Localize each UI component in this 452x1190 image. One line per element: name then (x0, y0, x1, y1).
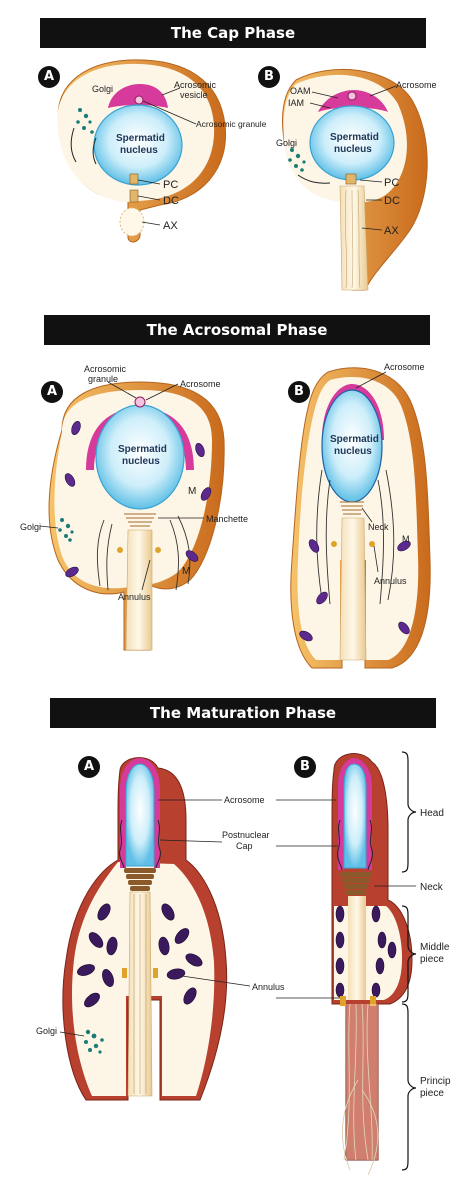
mat-b-flagellum (348, 896, 366, 1000)
acro-a-annulus-right (155, 547, 161, 553)
acro-a-annulus-label: Annulus (118, 592, 151, 602)
cap-a-nucleus-label-2: nucleus (120, 145, 158, 156)
cap-b-nucleus-label-1: Spermatid (330, 132, 379, 143)
acro-a-acrosomic-granule (135, 397, 145, 407)
cap-b-acrosomic-granule (348, 92, 356, 100)
acro-b-nucleus-label-2: nucleus (334, 446, 372, 457)
mat-principal-label-2: piece (420, 1088, 444, 1099)
cap-b-pc-label: PC (384, 177, 399, 189)
acro-b-flagellum (340, 518, 366, 660)
acrosomal-phase-cell-a (40, 382, 224, 650)
acro-a-granule-label-2: granule (88, 374, 118, 384)
cap-a-axoneme (120, 208, 144, 236)
cap-a-pc-label: PC (163, 179, 178, 191)
mat-b-principal-piece-cover (346, 1004, 378, 1160)
mat-postnuclear-label-2: Cap (236, 841, 253, 851)
cap-a-golgi-label: Golgi (92, 84, 113, 94)
cap-b-nucleus-label-2: nucleus (334, 144, 372, 155)
cap-b-dc-label: DC (384, 195, 400, 207)
cap-b-iam-label: IAM (288, 98, 304, 108)
cap-a-nucleus-label-1: Spermatid (116, 133, 165, 144)
acro-b-neck-label: Neck (368, 522, 389, 532)
mat-postnuclear-label-1: Postnuclear (222, 830, 270, 840)
head-bracket (402, 752, 416, 872)
cap-b-proximal-centriole (346, 174, 356, 184)
acrosomal-phase-cell-b (291, 368, 430, 668)
acro-b-annulus-label: Annulus (374, 576, 407, 586)
maturation-phase-cell-b (276, 752, 416, 1175)
cap-a-dc-label: DC (163, 195, 179, 207)
acro-a-m1-label: M (188, 486, 196, 497)
acro-a-nucleus-label-1: Spermatid (118, 444, 167, 455)
cap-b-oam-label: OAM (290, 86, 311, 96)
mat-annulus-label: Annulus (252, 982, 285, 992)
cap-a-acrosomic-granule-label: Acrosomic granule (196, 119, 267, 129)
mat-a-annulus-left (122, 968, 127, 978)
mat-acrosome-label: Acrosome (224, 795, 265, 805)
acro-a-annulus-left (117, 547, 123, 553)
cap-a-acrosomic-vesicle-label-2: vesicle (180, 90, 208, 100)
cap-a-acrosomic-granule (135, 96, 143, 104)
cap-b-golgi-label: Golgi (276, 138, 297, 148)
mat-a-annulus-right (153, 968, 158, 978)
mat-b-nucleus (344, 764, 366, 868)
mat-head-label: Head (420, 808, 444, 819)
acro-a-acrosome-label: Acrosome (180, 379, 221, 389)
cap-a-ax-label: AX (163, 220, 178, 232)
mat-neck-label: Neck (420, 882, 444, 893)
mat-principal-label-1: Princip (420, 1076, 451, 1087)
acro-b-acrosome-label: Acrosome (384, 362, 425, 372)
acro-b-m-label: M (402, 534, 410, 544)
maturation-phase-cell-a (60, 758, 250, 1100)
cap-b-spermatid-nucleus (310, 106, 394, 180)
acro-b-annulus-left (331, 541, 337, 547)
cap-b-flagellum (340, 186, 368, 290)
acro-a-golgi-label: Golgi (20, 522, 41, 532)
cap-b-acrosome-label: Acrosome (396, 80, 437, 90)
mat-middle-label-2: piece (420, 954, 444, 965)
acro-a-manchette-label: Manchette (206, 514, 248, 524)
acro-a-nucleus-label-2: nucleus (122, 456, 160, 467)
mat-b-annulus-left (340, 996, 346, 1006)
acro-a-m2-label: M (182, 566, 190, 577)
cap-a-proximal-centriole (130, 174, 138, 184)
acro-a-granule-label-1: Acrosomic (84, 364, 127, 374)
principal-piece-bracket (402, 1004, 416, 1170)
cap-phase-cell-b (283, 69, 428, 290)
cap-a-distal-centriole (130, 190, 138, 202)
acro-a-flagellum (126, 530, 152, 650)
acro-b-nucleus-label-1: Spermatid (330, 434, 379, 445)
mat-a-nucleus (126, 764, 154, 866)
cap-a-acrosomic-vesicle-label-1: Acrosomic (174, 80, 217, 90)
cap-b-ax-label: AX (384, 225, 399, 237)
mat-golgi-label: Golgi (36, 1026, 57, 1036)
mat-middle-label-1: Middle (420, 942, 450, 953)
